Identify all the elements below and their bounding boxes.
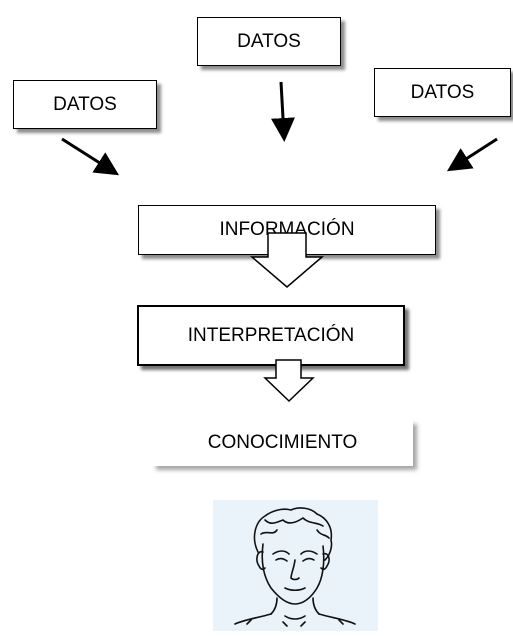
block-arrow-2 bbox=[263, 359, 315, 403]
informacion-label: INFORMACIÓN bbox=[219, 219, 355, 240]
interpretacion-label: INTERPRETACIÓN bbox=[187, 324, 355, 346]
portrait-frame bbox=[213, 500, 378, 631]
arrow-left bbox=[61, 137, 120, 176]
datos-box-right: DATOS bbox=[374, 68, 511, 117]
datos-label-top: DATOS bbox=[237, 30, 301, 52]
arrow-top bbox=[271, 81, 295, 142]
conocimiento-box: CONOCIMIENTO bbox=[152, 420, 413, 466]
interpretacion-box: INTERPRETACIÓN bbox=[137, 305, 405, 366]
datos-box-left: DATOS bbox=[13, 80, 157, 129]
arrow-right bbox=[446, 137, 498, 172]
datos-box-top: DATOS bbox=[197, 17, 341, 66]
conocimiento-label: CONOCIMIENTO bbox=[207, 432, 358, 453]
human-head-sketch-icon bbox=[234, 507, 356, 627]
block-arrow-1 bbox=[249, 232, 325, 288]
datos-label-left: DATOS bbox=[53, 93, 117, 115]
datos-label-right: DATOS bbox=[410, 81, 475, 103]
